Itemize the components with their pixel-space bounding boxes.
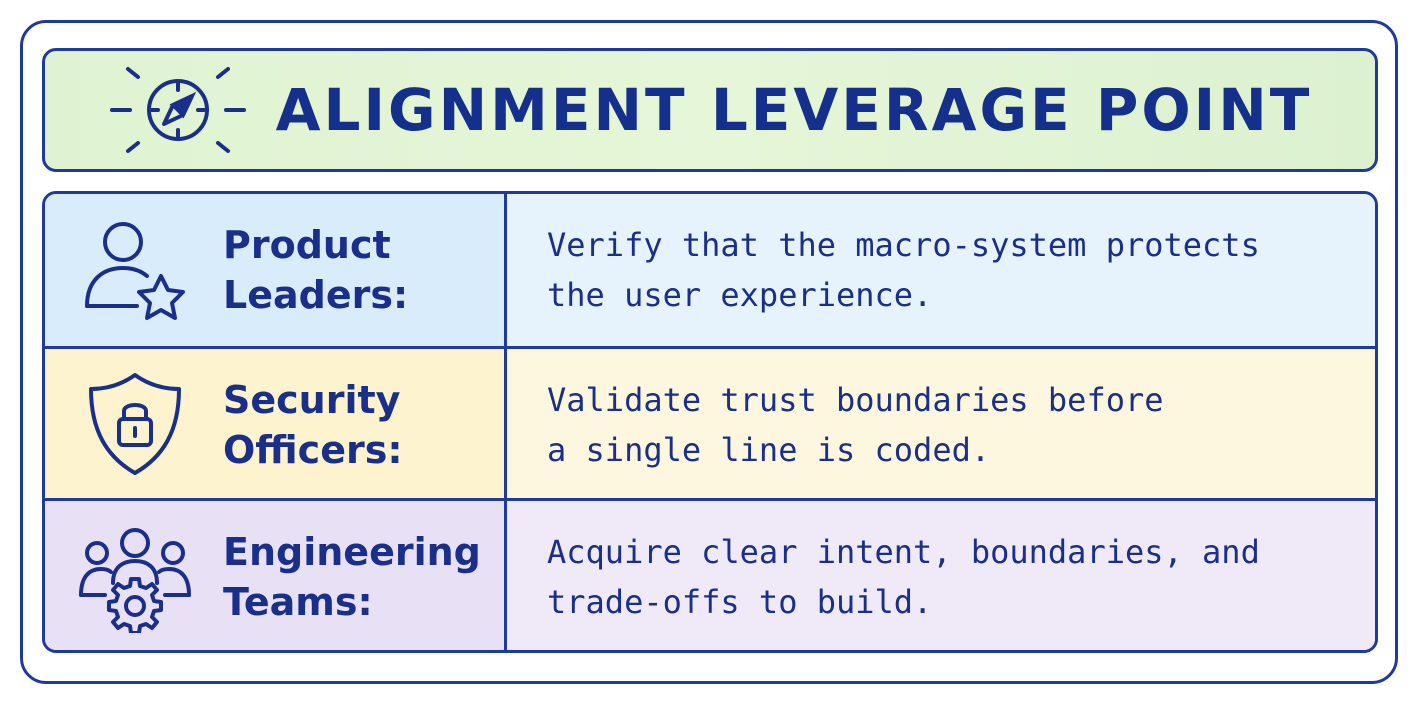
description-cell: Verify that the macro-system protects th… — [507, 194, 1375, 346]
team-gear-icon — [79, 528, 191, 633]
description-line: the user experience. — [547, 276, 933, 314]
user-star-icon — [85, 222, 185, 320]
description-line: Acquire clear intent, boundaries, and — [547, 533, 1260, 571]
role-label: Security Officers: — [223, 375, 503, 475]
description-line: trade-offs to build. — [547, 583, 933, 621]
table-row-engineering-teams: Engineering Teams: Acquire clear intent,… — [45, 498, 1375, 650]
description-line: Verify that the macro-system protects — [547, 226, 1260, 264]
table-row-product-leaders: Product Leaders: Verify that the macro-s… — [45, 194, 1375, 346]
description-cell: Acquire clear intent, boundaries, and tr… — [507, 501, 1375, 650]
role-description: Acquire clear intent, boundaries, and tr… — [547, 527, 1367, 627]
page-title: ALIGNMENT LEVERAGE POINT — [275, 76, 1313, 144]
role-label-line: Security — [223, 378, 401, 422]
role-label-line: Teams: — [223, 580, 373, 624]
role-label-line: Engineering — [223, 530, 481, 574]
role-label-line: Product — [223, 223, 391, 267]
role-label: Product Leaders: — [223, 220, 503, 320]
table-row-security-officers: Security Officers: Validate trust bounda… — [45, 346, 1375, 498]
role-label: Engineering Teams: — [223, 527, 503, 627]
role-label-line: Officers: — [223, 428, 403, 472]
shield-lock-icon — [89, 373, 181, 475]
title-banner: ALIGNMENT LEVERAGE POINT — [42, 48, 1378, 172]
role-cell: Security Officers: — [45, 349, 507, 498]
compass-icon — [109, 67, 246, 153]
role-description: Validate trust boundaries before a singl… — [547, 375, 1367, 475]
description-line: Validate trust boundaries before — [547, 381, 1164, 419]
role-table: Product Leaders: Verify that the macro-s… — [42, 191, 1378, 653]
role-description: Verify that the macro-system protects th… — [547, 220, 1367, 320]
role-cell: Engineering Teams: — [45, 501, 507, 650]
description-cell: Validate trust boundaries before a singl… — [507, 349, 1375, 498]
role-cell: Product Leaders: — [45, 194, 507, 346]
role-label-line: Leaders: — [223, 273, 409, 317]
description-line: a single line is coded. — [547, 431, 991, 469]
